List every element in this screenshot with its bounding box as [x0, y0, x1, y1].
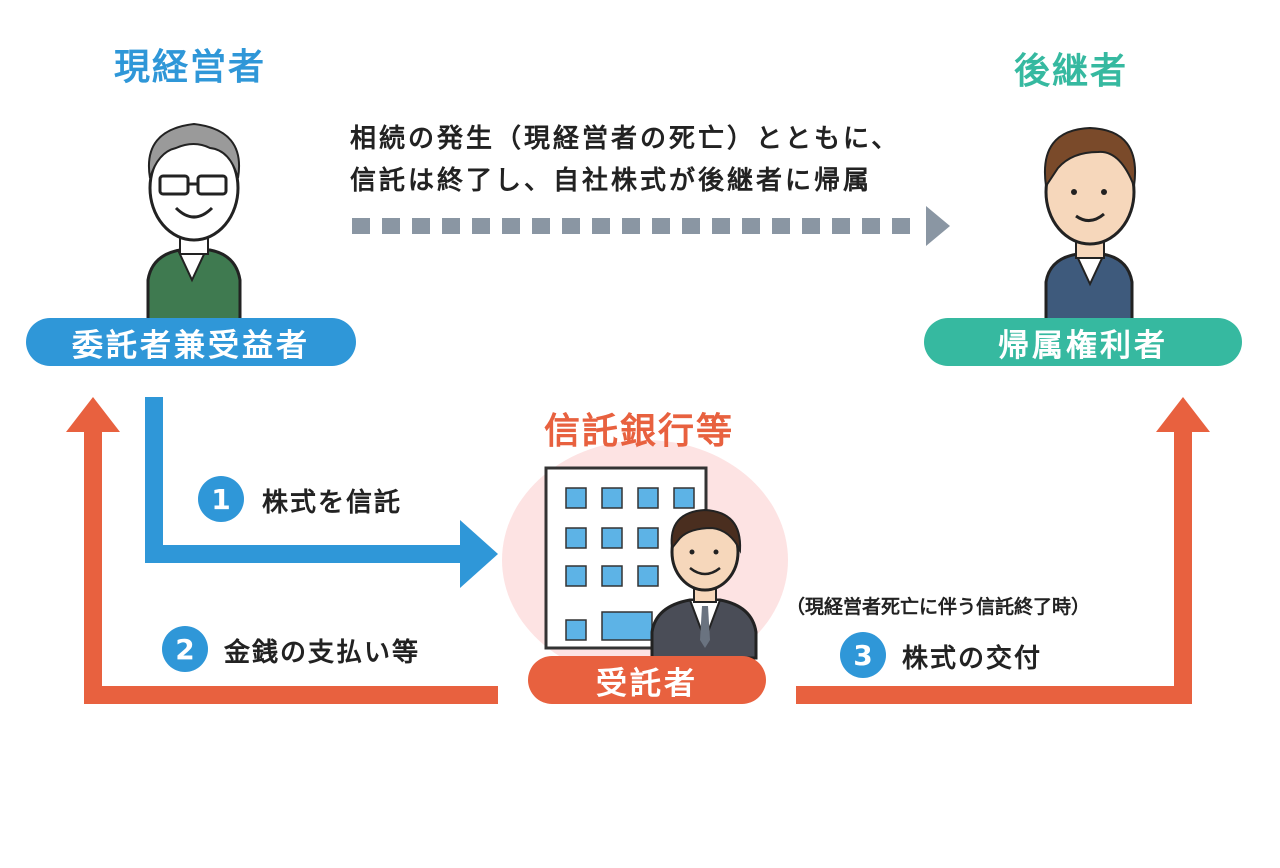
successor-person-icon	[1044, 126, 1136, 322]
message-line-2: 信託は終了し、自社株式が後継者に帰属	[350, 166, 873, 196]
step-2-label: 金銭の支払い等	[224, 638, 421, 668]
step-1-number: 1	[198, 476, 244, 522]
arrow-step-3	[796, 397, 1210, 704]
step-3-label: 株式の交付	[902, 644, 1043, 674]
trustee-person-icon	[650, 508, 758, 660]
current-manager-person-icon	[146, 122, 242, 322]
trust-bank-title: 信託銀行等	[544, 411, 735, 452]
building-icon	[544, 466, 708, 650]
message-line-1: 相続の発生（現経営者の死亡）とともに、	[350, 124, 901, 154]
step-2-number: 2	[162, 626, 208, 672]
dotted-arrow	[352, 206, 950, 246]
arrow-step-1	[145, 397, 498, 588]
step-1-label: 株式を信託	[262, 488, 403, 518]
step-3-number: 3	[840, 632, 886, 678]
settlor-beneficiary-badge: 委託者兼受益者	[26, 318, 356, 366]
current-manager-title: 現経営者	[114, 47, 267, 88]
holder-badge: 帰属権利者	[924, 318, 1242, 366]
successor-title: 後継者	[1014, 51, 1129, 92]
arrow-step-2	[66, 397, 498, 704]
step-3-note: （現経営者死亡に伴う信託終了時）	[786, 596, 1091, 618]
trustee-badge: 受託者	[528, 656, 766, 704]
